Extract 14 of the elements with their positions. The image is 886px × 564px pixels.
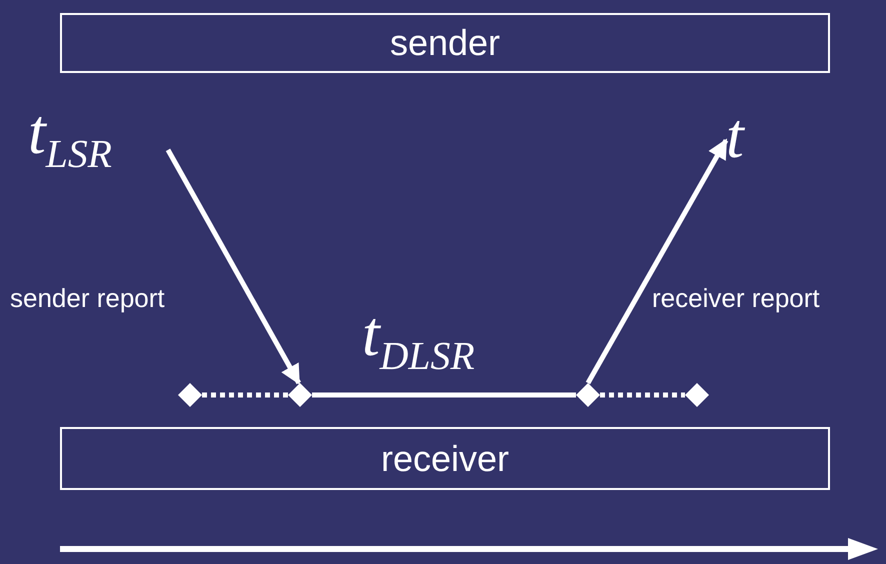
math-label: t$_{LSR}$: [28, 100, 168, 186]
diamond-marker: [685, 383, 709, 407]
receiver-box: receiver: [60, 427, 830, 490]
math-label: t: [726, 104, 766, 170]
sender-box: sender: [60, 13, 830, 73]
dotted-line: [600, 392, 685, 398]
arrow: [586, 138, 728, 384]
diamond-marker: [288, 383, 312, 407]
arrow: [166, 148, 301, 385]
diamond-marker: [576, 383, 600, 407]
dotted-line: [202, 392, 288, 398]
diamond-marker: [178, 383, 202, 407]
connector-line: [312, 392, 576, 398]
math-label: t$_{DLSR}$: [362, 302, 475, 377]
